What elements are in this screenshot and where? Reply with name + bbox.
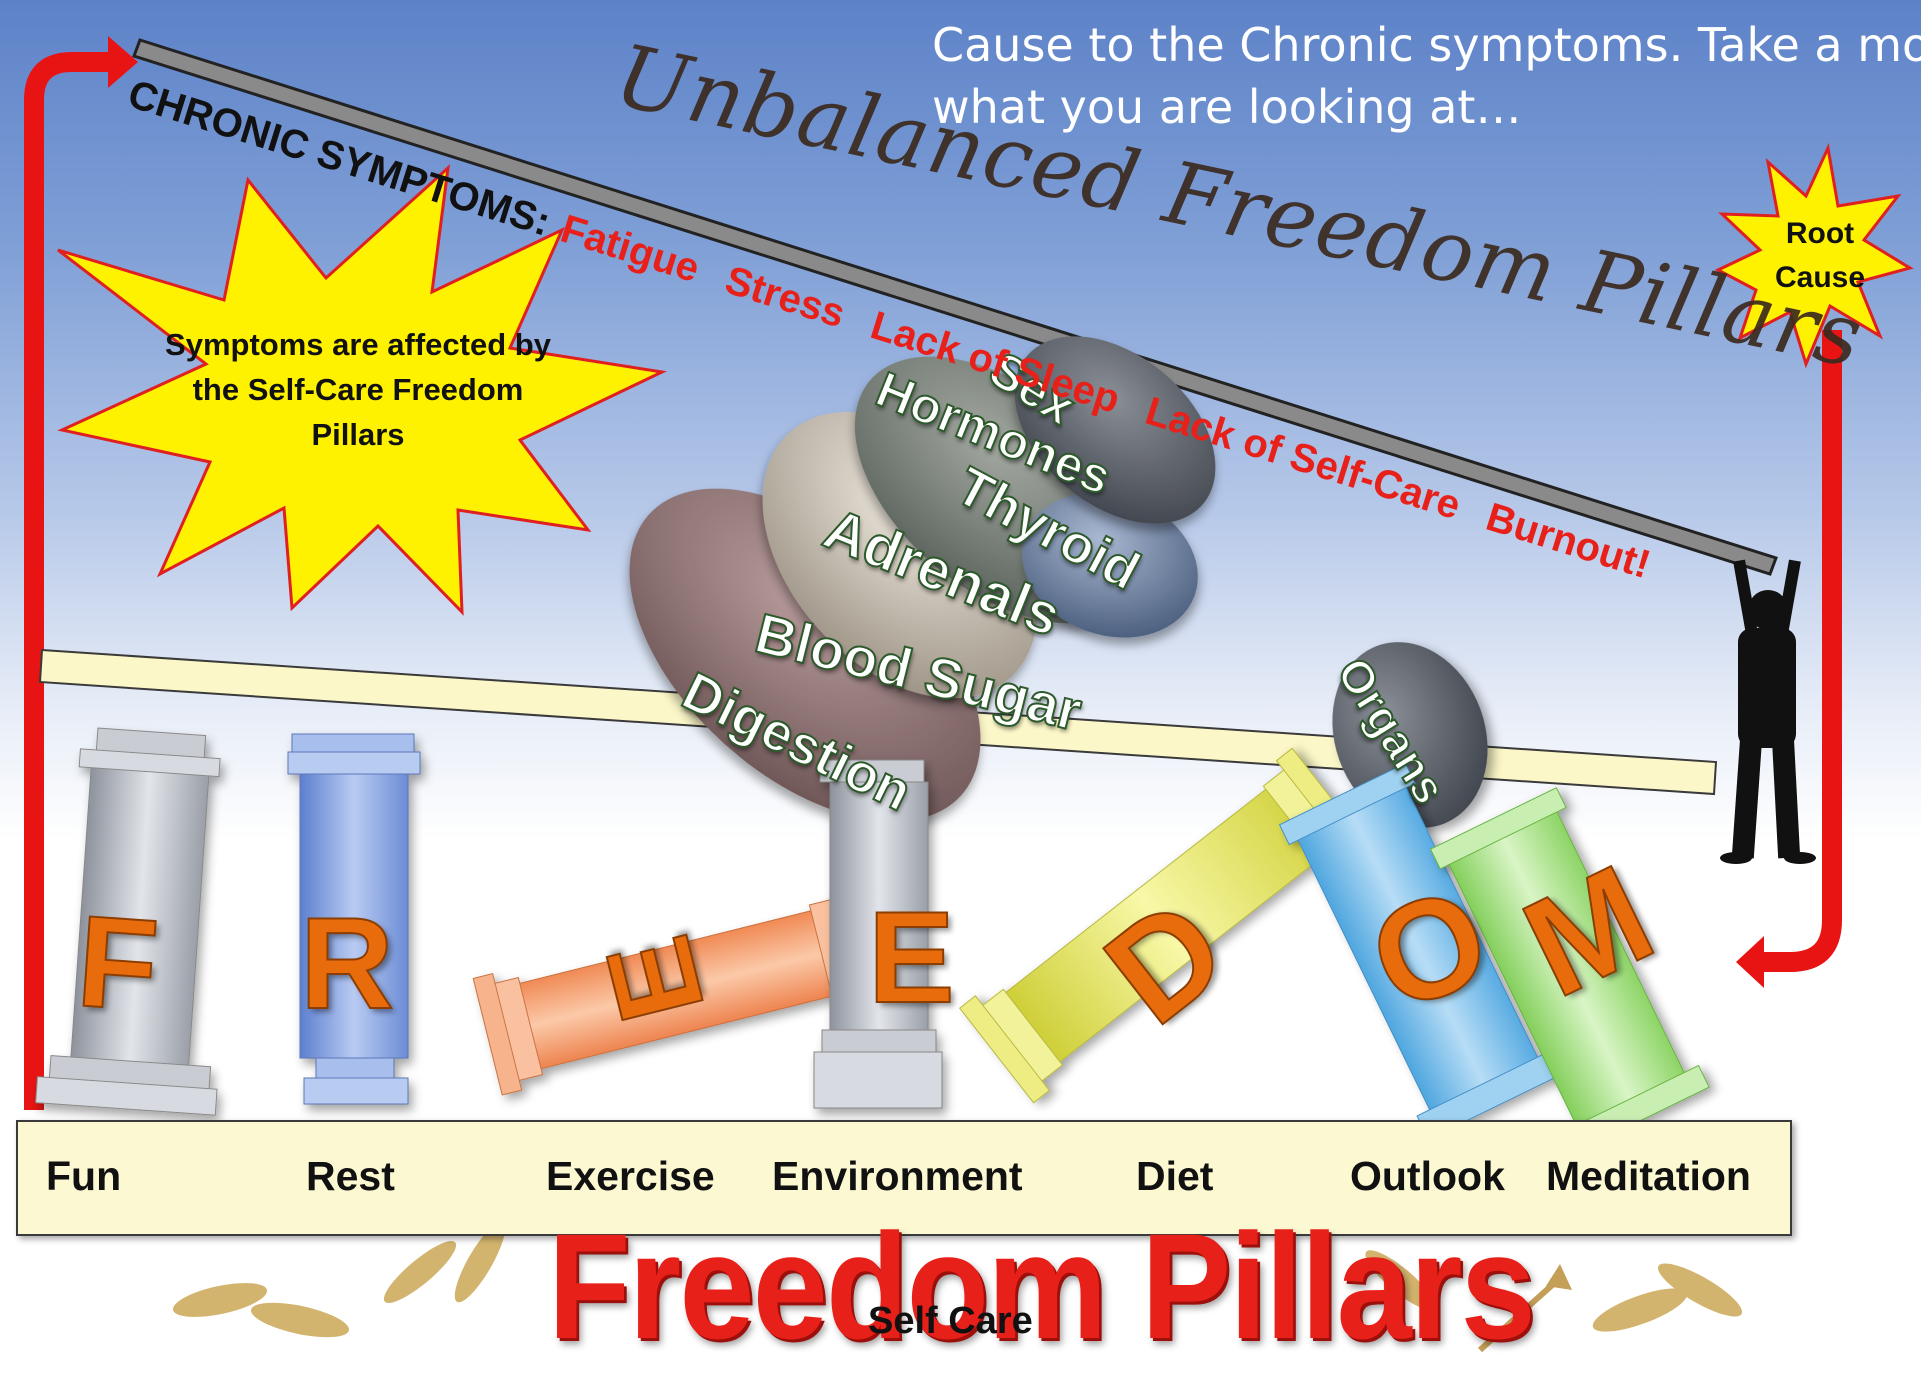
subtitle: Self Care — [868, 1300, 1033, 1343]
person-silhouette — [1720, 560, 1816, 864]
main-title: Freedom Pillars — [548, 1200, 1534, 1373]
root-cause-text: Root Cause — [1750, 212, 1890, 300]
starburst-text: Symptoms are affected by the Self-Care F… — [152, 322, 564, 457]
pillar-label-exercise: Exercise — [546, 1153, 715, 1200]
pillar-label-fun: Fun — [46, 1153, 121, 1200]
letter-r: R — [300, 888, 394, 1038]
letter-f: F — [73, 885, 163, 1040]
pillar-label-rest: Rest — [306, 1153, 395, 1200]
letter-e-environment: E — [868, 882, 955, 1032]
pillar-label-meditation: Meditation — [1546, 1153, 1751, 1200]
arrow-head-right — [1736, 936, 1764, 988]
root-cause-line-2: Cause — [1750, 256, 1890, 300]
pillar-label-environment: Environment — [772, 1153, 1023, 1200]
pillar-label-outlook: Outlook — [1350, 1153, 1505, 1200]
pillar-label-diet: Diet — [1136, 1153, 1213, 1200]
root-cause-line-1: Root — [1750, 212, 1890, 256]
